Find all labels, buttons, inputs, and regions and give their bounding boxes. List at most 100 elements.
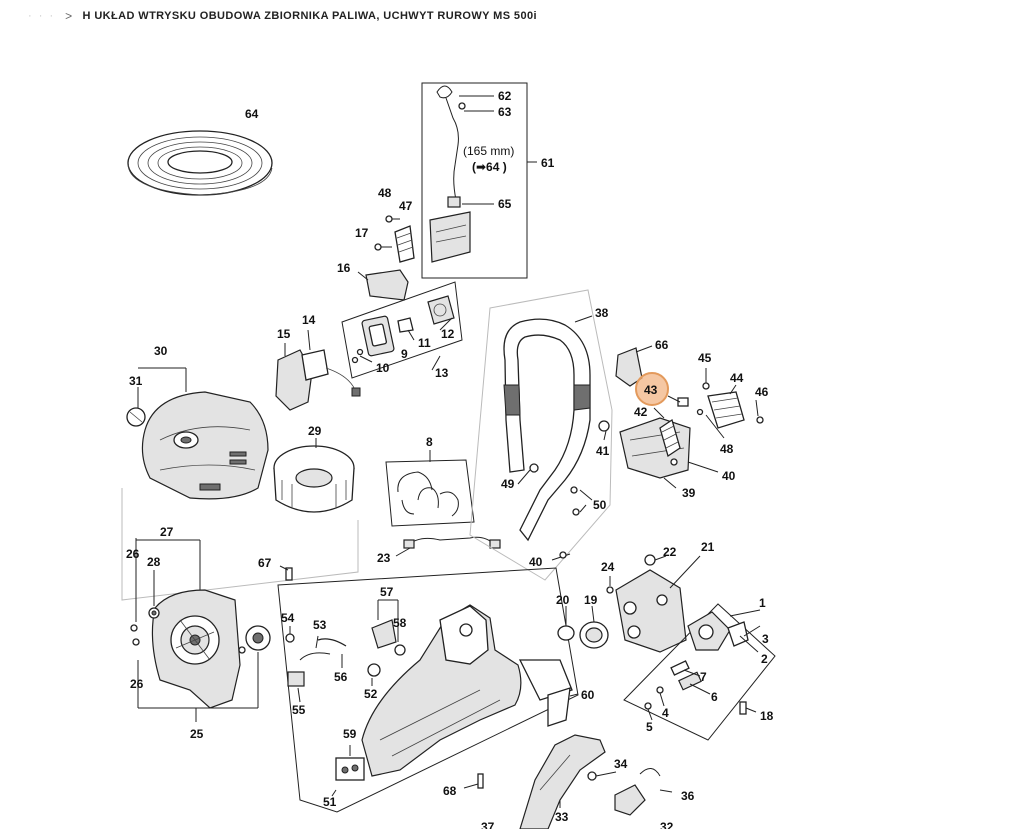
part-66-throttle-trigger[interactable] — [615, 345, 653, 387]
part-32-rope-rotor[interactable] — [238, 625, 271, 654]
part-21-manifold[interactable] — [606, 554, 701, 653]
label-7[interactable]: 7 — [700, 670, 707, 684]
part-68-screw[interactable] — [463, 773, 484, 789]
label-31[interactable]: 31 — [129, 374, 143, 388]
part-60-plate[interactable] — [547, 687, 579, 727]
part-27-starter-cover[interactable] — [151, 589, 241, 709]
part-16-47-pump-group[interactable] — [357, 215, 415, 301]
label-23[interactable]: 23 — [377, 551, 391, 565]
breadcrumb-current-page[interactable]: H UKŁAD WTRYSKU OBUDOWA ZBIORNIKA PALIWA… — [82, 10, 537, 22]
part-31-knob[interactable] — [126, 407, 146, 427]
part-44-sleeve[interactable] — [696, 382, 764, 429]
label-48-top[interactable]: 48 — [378, 186, 392, 200]
label-54[interactable]: 54 — [281, 611, 295, 625]
part-52-58-fuel-parts[interactable] — [285, 619, 406, 687]
label-9[interactable]: 9 — [401, 347, 408, 361]
label-22[interactable]: 22 — [663, 545, 677, 559]
label-12[interactable]: 12 — [441, 327, 455, 341]
label-14[interactable]: 14 — [302, 313, 316, 327]
label-19[interactable]: 19 — [584, 593, 598, 607]
label-30[interactable]: 30 — [154, 344, 168, 358]
label-8[interactable]: 8 — [426, 435, 433, 449]
part-29-air-filter[interactable] — [273, 438, 355, 513]
label-33[interactable]: 33 — [555, 810, 569, 824]
label-28[interactable]: 28 — [147, 555, 161, 569]
part-30-shroud[interactable] — [141, 391, 269, 500]
label-3[interactable]: 3 — [762, 632, 769, 646]
label-52[interactable]: 52 — [364, 687, 378, 701]
label-20[interactable]: 20 — [556, 593, 570, 607]
label-62[interactable]: 62 — [498, 89, 512, 103]
label-68[interactable]: 68 — [443, 784, 457, 798]
part-28-washer[interactable] — [148, 607, 160, 619]
part-51-tank-housing[interactable] — [361, 604, 573, 777]
label-37[interactable]: 37 — [481, 820, 495, 829]
label-46[interactable]: 46 — [755, 385, 769, 399]
label-32[interactable]: 32 — [660, 820, 674, 829]
highlight-part-43[interactable] — [635, 372, 669, 406]
label-45[interactable]: 45 — [698, 351, 712, 365]
part-64-fuel-line-coil[interactable] — [127, 130, 273, 196]
label-51[interactable]: 51 — [323, 795, 337, 809]
label-40-right[interactable]: 40 — [722, 469, 736, 483]
label-48-right[interactable]: 48 — [720, 442, 734, 456]
label-67[interactable]: 67 — [258, 556, 272, 570]
part-42-spring[interactable] — [659, 418, 681, 458]
part-26-screws[interactable] — [130, 624, 140, 646]
label-2[interactable]: 2 — [761, 652, 768, 666]
label-4[interactable]: 4 — [662, 706, 669, 720]
label-11[interactable]: 11 — [418, 336, 431, 350]
label-36[interactable]: 36 — [681, 789, 695, 803]
label-16[interactable]: 16 — [337, 261, 351, 275]
label-1[interactable]: 1 — [759, 596, 766, 610]
label-49[interactable]: 49 — [501, 477, 515, 491]
part-33-handle-cover[interactable] — [519, 734, 606, 829]
label-65[interactable]: 65 — [498, 197, 512, 211]
label-50[interactable]: 50 — [593, 498, 607, 512]
label-10[interactable]: 10 — [376, 361, 390, 375]
label-5[interactable]: 5 — [646, 720, 653, 734]
label-34[interactable]: 34 — [614, 757, 628, 771]
label-18[interactable]: 18 — [760, 709, 774, 723]
label-21[interactable]: 21 — [701, 540, 715, 554]
label-27[interactable]: 27 — [160, 525, 174, 539]
label-6[interactable]: 6 — [711, 690, 718, 704]
part-23-hose[interactable] — [395, 536, 501, 557]
label-38[interactable]: 38 — [595, 306, 609, 320]
label-66[interactable]: 66 — [655, 338, 669, 352]
label-40-left[interactable]: 40 — [529, 555, 543, 569]
part-67-bolt[interactable] — [279, 565, 293, 581]
label-55[interactable]: 55 — [292, 703, 306, 717]
part-19-20-boots[interactable] — [557, 605, 609, 649]
label-41[interactable]: 41 — [596, 444, 610, 458]
label-60[interactable]: 60 — [581, 688, 595, 702]
label-57[interactable]: 57 — [380, 585, 394, 599]
label-15[interactable]: 15 — [277, 327, 291, 341]
part-14-15-ignition-module[interactable] — [275, 329, 361, 411]
label-56[interactable]: 56 — [334, 670, 348, 684]
label-44[interactable]: 44 — [730, 371, 744, 385]
part-38-handle-bar[interactable] — [469, 289, 613, 581]
breadcrumb-home-link[interactable]: · · · — [28, 10, 56, 22]
label-26-top[interactable]: 26 — [126, 547, 140, 561]
label-63[interactable]: 63 — [498, 105, 512, 119]
label-53[interactable]: 53 — [313, 618, 327, 632]
label-13[interactable]: 13 — [435, 366, 449, 380]
label-24[interactable]: 24 — [601, 560, 615, 574]
label-43[interactable]: 43 — [644, 383, 658, 397]
label-47[interactable]: 47 — [399, 199, 413, 213]
label-39[interactable]: 39 — [682, 486, 696, 500]
label-42[interactable]: 42 — [634, 405, 648, 419]
label-61[interactable]: 61 — [541, 156, 555, 170]
label-64[interactable]: 64 — [245, 107, 259, 121]
label-26-bottom[interactable]: 26 — [130, 677, 144, 691]
part-59-seal[interactable] — [335, 757, 365, 781]
part-34-36-trigger-parts[interactable] — [587, 768, 673, 816]
part-18-screw[interactable] — [739, 701, 757, 715]
label-25[interactable]: 25 — [190, 727, 204, 741]
part-41-43-screws[interactable] — [598, 397, 689, 432]
label-17[interactable]: 17 — [355, 226, 369, 240]
label-58[interactable]: 58 — [393, 616, 407, 630]
label-59[interactable]: 59 — [343, 727, 357, 741]
label-29[interactable]: 29 — [308, 424, 322, 438]
